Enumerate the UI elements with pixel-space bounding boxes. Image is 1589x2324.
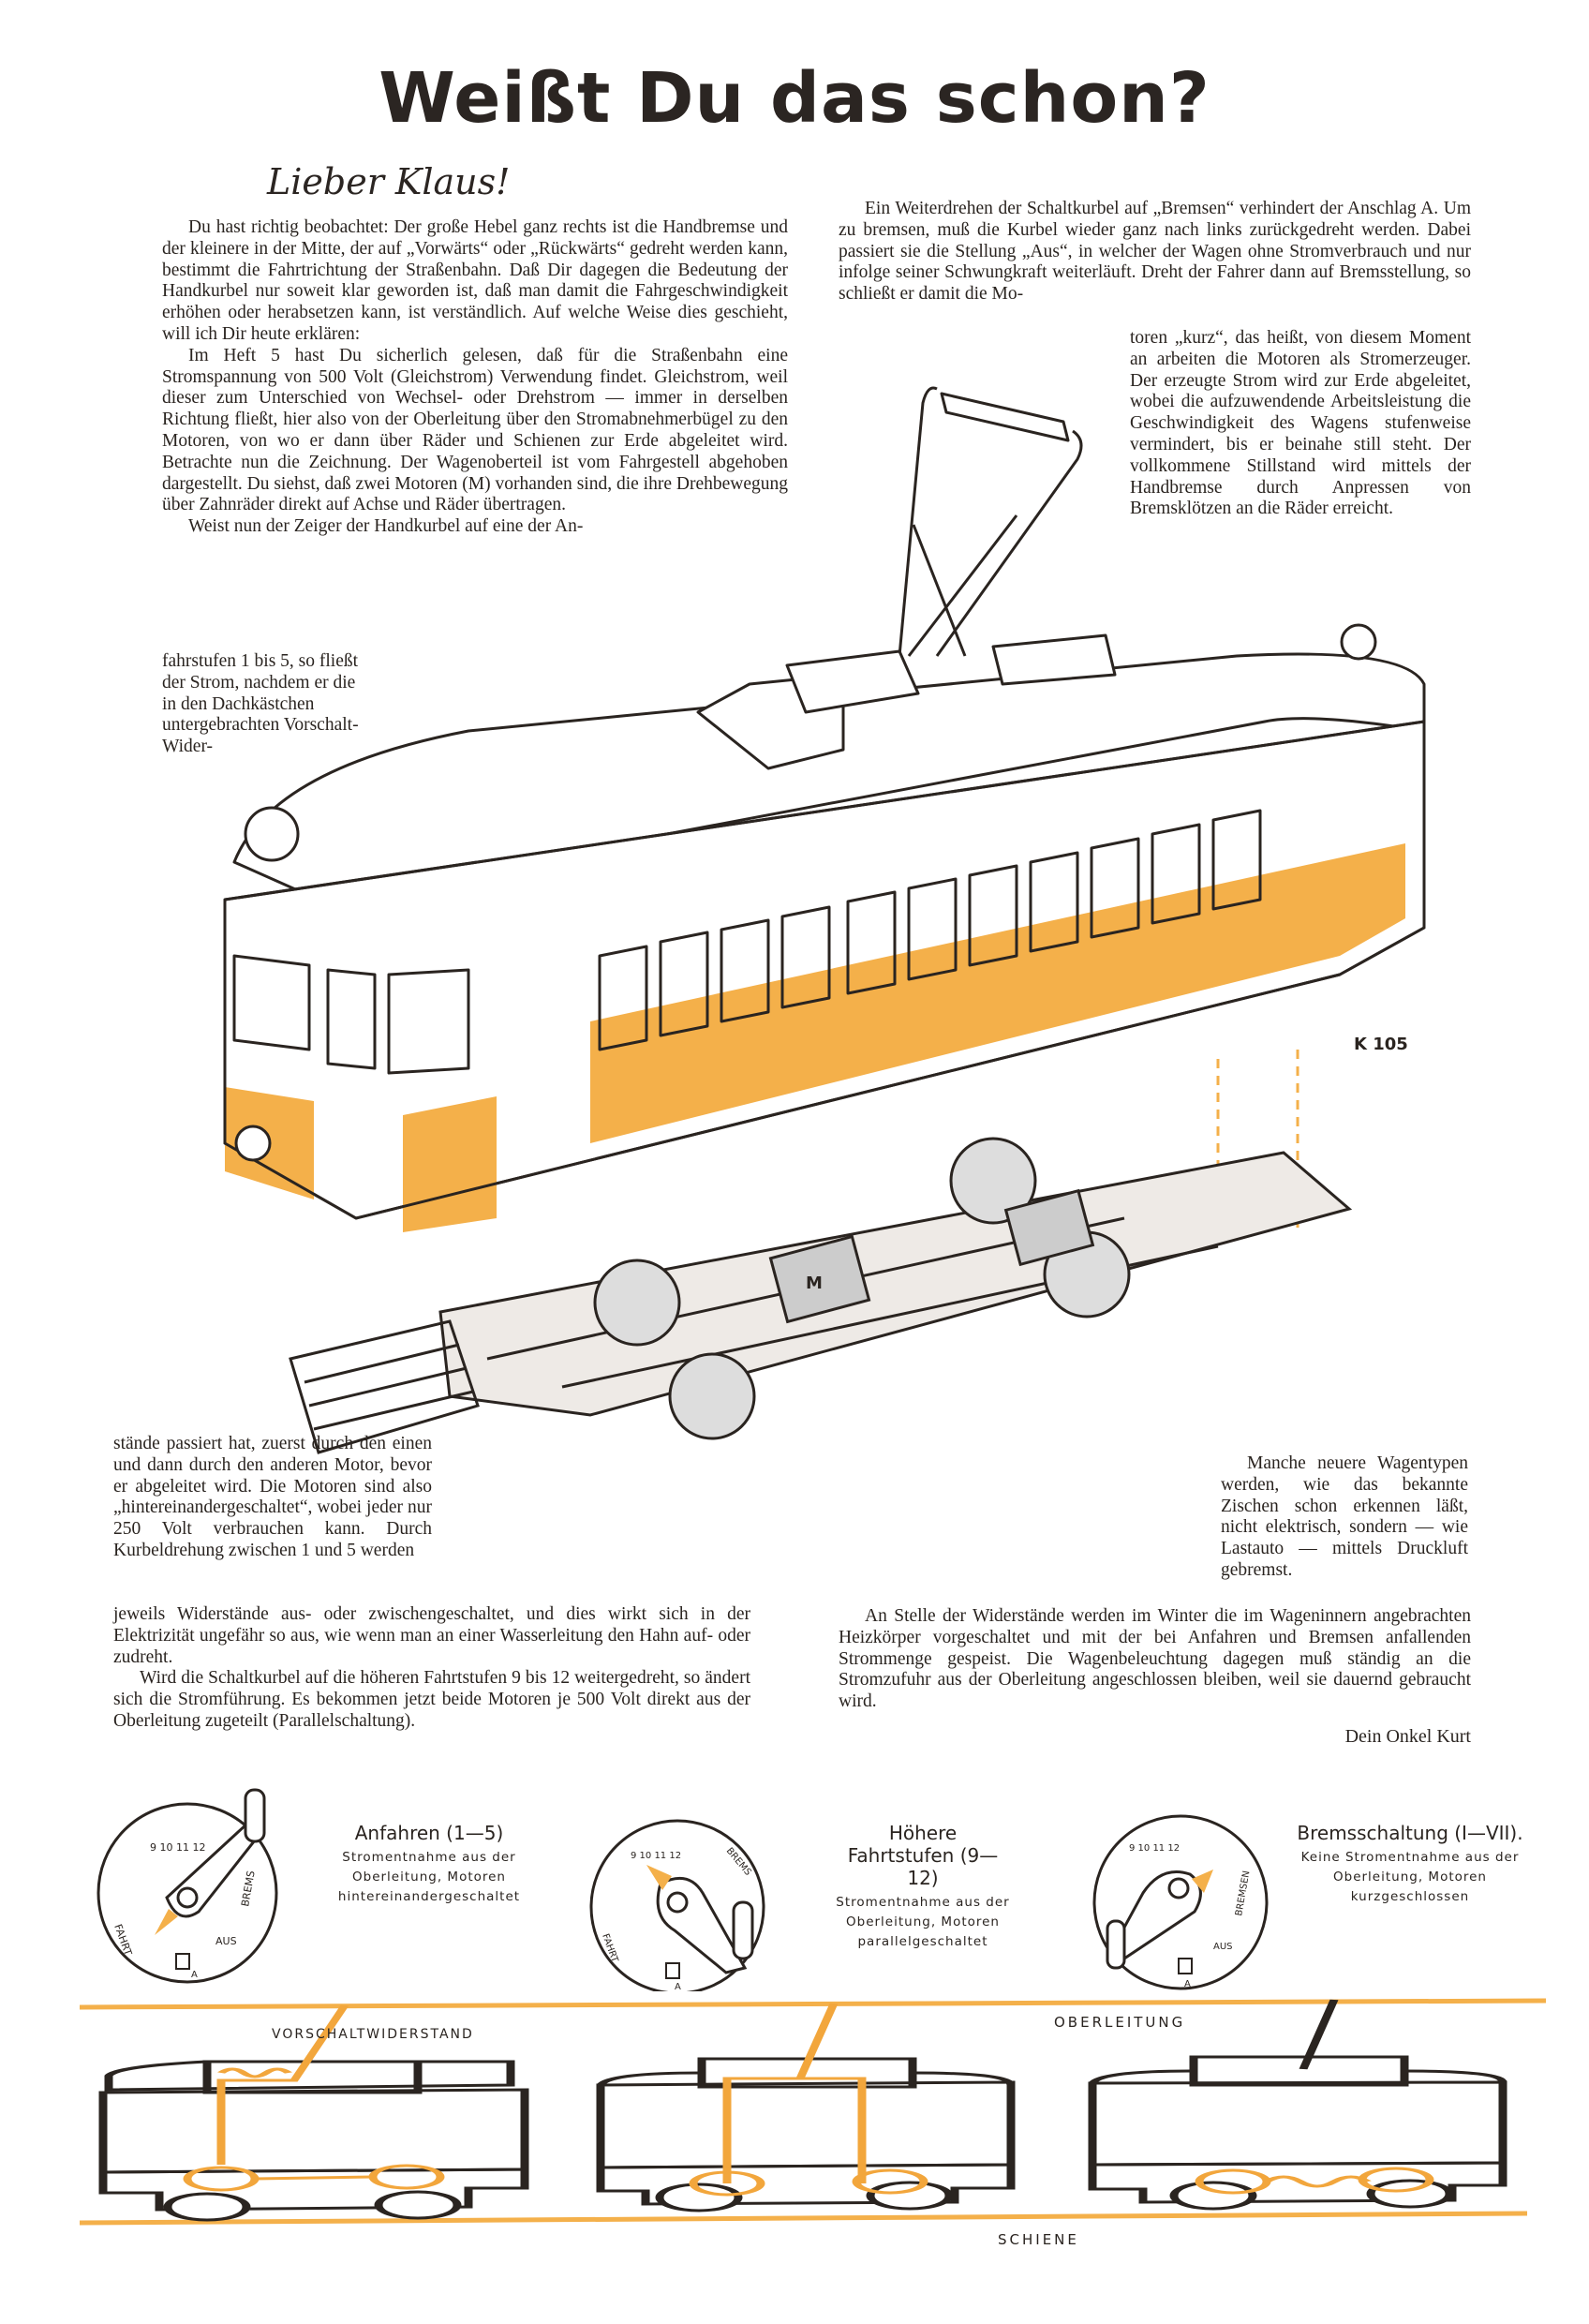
motor-label: M (806, 1274, 823, 1293)
dial-description: Keine Stromentnahme aus der Oberleitung,… (1300, 1850, 1520, 1904)
dial-title: Bremsschaltung (I—VII). (1297, 1822, 1523, 1844)
svg-text:9 10 11 12: 9 10 11 12 (150, 1841, 205, 1854)
dial-caption-bremsschaltung: Bremsschaltung (I—VII). Keine Stromentna… (1279, 1822, 1541, 1907)
right-column-lower-narrow: Manche neuere Wagentypen werden, wie das… (1221, 1453, 1468, 1582)
tram-windows (232, 809, 1262, 1075)
right-column-narrow: toren „kurz“, das heißt, von diesem Mome… (1130, 328, 1471, 520)
dial-label-a: A (1184, 1979, 1191, 1989)
dial-label-aus: AUS (1213, 1942, 1233, 1952)
dial-title: Höhere Fahrtstufen (9—12) (847, 1822, 999, 1889)
tram-chassis (289, 1137, 1353, 1454)
dial-label-a: A (191, 1970, 198, 1980)
dial-bremsschaltung: 9 10 11 12 BREMSEN AUS A (1092, 1814, 1269, 1990)
right-column-lower: An Stelle der Widerstände werden im Wint… (839, 1606, 1471, 1713)
page-title: Weißt Du das schon? (379, 58, 1210, 139)
circuit-diagram: VORSCHALTWIDERSTAND OBERLEITUNG SCHIENE (79, 1998, 1547, 2248)
right-column-top: Ein Weiterdrehen der Schaltkurbel auf „B… (839, 199, 1471, 305)
model-label: K 105 (1354, 1035, 1408, 1054)
paragraph: Wird die Schaltkurbel auf die höheren Fa… (113, 1668, 750, 1731)
signature: Dein Onkel Kurt (1344, 1726, 1471, 1747)
paragraph: An Stelle der Widerstände werden im Wint… (839, 1606, 1471, 1712)
label-vorschaltwiderstand: VORSCHALTWIDERSTAND (272, 2027, 474, 2042)
paragraph: jeweils Widerstände aus- oder zwischenge… (113, 1604, 750, 1667)
left-column-top: Du hast richtig beobachtet: Der große He… (162, 217, 788, 538)
paragraph: Manche neuere Wagentypen werden, wie das… (1221, 1453, 1468, 1580)
dial-label-aus: AUS (215, 1935, 237, 1947)
left-column-narrow: fahrstufen 1 bis 5, so fließt der Strom,… (162, 651, 370, 758)
paragraph: Ein Weiterdrehen der Schaltkurbel auf „B… (839, 199, 1471, 305)
dial-anfahren: 9 10 11 12 FAHRT BREMS AUS A (97, 1788, 278, 1984)
left-column-lower-narrow: stände passiert hat, zuerst durch den ei… (113, 1434, 432, 1562)
dial-label-a: A (675, 1982, 681, 1991)
label-schiene: SCHIENE (998, 2231, 1079, 2248)
dial-title: Anfahren (1—5) (354, 1822, 504, 1844)
pantograph (898, 386, 1083, 657)
svg-text:9 10 11 12: 9 10 11 12 (631, 1851, 681, 1861)
greeting: Lieber Klaus! (267, 161, 511, 202)
rail (79, 2211, 1528, 2226)
tram-yellow-band (590, 843, 1405, 1143)
paragraph: toren „kurz“, das heißt, von diesem Mome… (1130, 328, 1471, 519)
paragraph: Weist nun der Zeiger der Handkurbel auf … (188, 516, 584, 537)
dial-hoehere-fahrtstufen: 9 10 11 12 FAHRT BREMS A (589, 1819, 765, 1991)
paragraph: Im Heft 5 hast Du sicherlich gelesen, da… (162, 345, 788, 515)
tram-illustration: K 105 M (223, 386, 1426, 1454)
paragraph: fahrstufen 1 bis 5, so fließt der Strom,… (162, 651, 359, 757)
dial-caption-hoehere-fahrtstufen: Höhere Fahrtstufen (9—12) Stromentnahme … (792, 1822, 1054, 1952)
dial-description: Stromentnahme aus der Oberleitung, Motor… (337, 1850, 521, 1904)
dial-description: Stromentnahme aus der Oberleitung, Motor… (836, 1895, 1010, 1949)
left-column-lower: jeweils Widerstände aus- oder zwischenge… (113, 1604, 750, 1733)
overhead-wire (79, 1998, 1547, 2010)
svg-text:9 10 11 12: 9 10 11 12 (1129, 1843, 1180, 1854)
dial-caption-anfahren: Anfahren (1—5) Stromentnahme aus der Obe… (298, 1822, 560, 1907)
label-oberleitung: OBERLEITUNG (1054, 2014, 1185, 2031)
paragraph: stände passiert hat, zuerst durch den ei… (113, 1434, 432, 1560)
paragraph: Du hast richtig beobachtet: Der große He… (162, 217, 788, 344)
